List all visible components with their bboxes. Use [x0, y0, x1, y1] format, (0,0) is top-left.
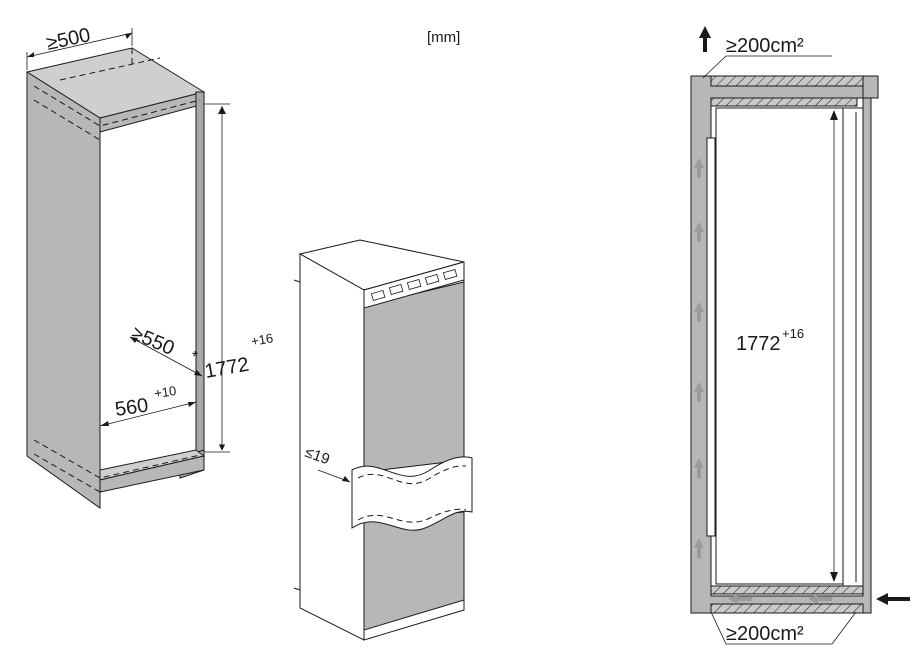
cabinet-left-side	[26, 71, 101, 509]
height-label: 1772	[203, 354, 251, 383]
airflow-up-arrow-icon	[694, 302, 704, 322]
airflow-left-arrow-icon	[728, 594, 752, 604]
cabinet-right-side	[195, 91, 205, 467]
height-tolerance: +16	[250, 330, 274, 349]
airflow-left-arrow-icon	[808, 594, 832, 604]
vent-clip-icons	[370, 268, 458, 301]
width-label: 560	[114, 395, 150, 421]
section-rear-channel	[842, 107, 864, 587]
airflow-up-arrow-icon	[694, 458, 704, 478]
cabinet-bottom-board-front	[99, 455, 205, 493]
vent-top-label: ≥200cm²	[726, 35, 804, 57]
top-vent-grille	[710, 75, 864, 87]
vent-bottom-label: ≥200cm²	[726, 623, 804, 645]
appliance-door-upper	[363, 281, 465, 473]
air-out-arrow-icon	[699, 26, 711, 52]
section-height-tolerance: +16	[782, 326, 804, 341]
section-height-label: 1772	[736, 333, 781, 355]
cabinet-niche-drawing: ≥500 ≥550 * 560 +10 1772 +16	[25, 24, 274, 509]
section-drawing: 1772 +16 ≥200cm² ≥200cm²	[690, 26, 910, 645]
bottom-vent-grille-outer	[710, 603, 864, 614]
air-in-arrow-icon	[876, 593, 910, 605]
top-vent-grille-inner	[710, 97, 858, 107]
depth-top-label: ≥500	[44, 24, 92, 55]
section-appliance-body	[715, 107, 857, 585]
airflow-up-arrow-icon	[694, 538, 704, 558]
width-tolerance: +10	[153, 383, 177, 401]
bottom-vent-grille	[710, 585, 864, 595]
depth-inner-asterisk: *	[192, 349, 198, 366]
airflow-up-arrow-icon	[694, 222, 704, 242]
depth-inner-label: ≥550	[128, 322, 177, 360]
airflow-up-arrow-icon	[694, 382, 704, 402]
airflow-up-arrow-icon	[694, 158, 704, 178]
section-top-overhang	[862, 75, 879, 99]
section-door	[706, 137, 716, 537]
appliance-control-strip	[363, 261, 465, 309]
unit-label: [mm]	[427, 29, 460, 46]
airflow-arrows	[694, 158, 832, 604]
appliance-drawing: ≤19	[293, 239, 473, 641]
